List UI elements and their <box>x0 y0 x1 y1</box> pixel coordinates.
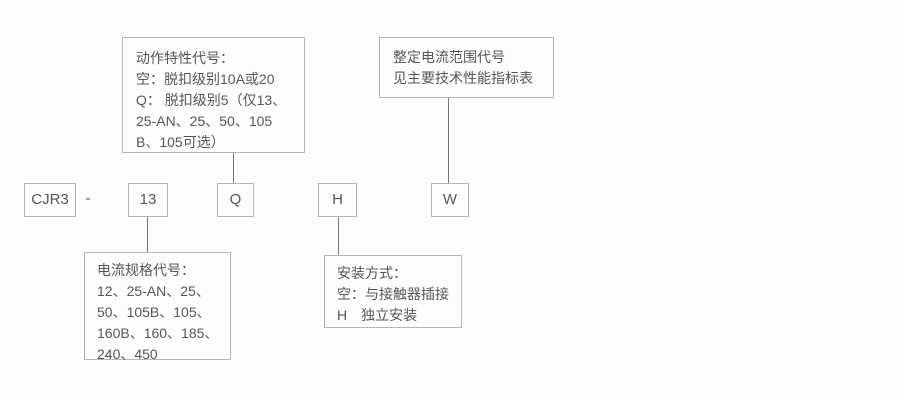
code-box-range: W <box>431 183 469 217</box>
note-text-line: 整定电流范围代号 <box>393 49 505 65</box>
separator-dash: - <box>85 190 91 207</box>
model-prefix-box: CJR3 <box>24 183 76 217</box>
note-current-setting-range: 整定电流范围代号 见主要技术性能指标表 <box>379 37 554 98</box>
connector-h-to-mount-note <box>338 217 339 255</box>
note-action-characteristic: 动作特性代号： 空：脱扣级别10A或20 Q： 脱扣级别5（仅13、 25-AN… <box>122 37 305 153</box>
note-text-line: B、105可选） <box>136 134 225 150</box>
code-box-action: Q <box>217 183 254 217</box>
note-text-line: 空：脱扣级别10A或20 <box>136 71 275 87</box>
note-text-line: 240、450 <box>97 346 158 362</box>
note-mounting-method: 安装方式： 空：与接触器插接 H 独立安装 <box>324 255 462 328</box>
note-text-line: Q： 脱扣级别5（仅13、 <box>136 92 287 108</box>
note-text-line: 12、25-AN、25、 <box>97 283 210 299</box>
connector-action-to-q <box>233 153 234 183</box>
note-text-line: 25-AN、25、50、105 <box>136 113 273 129</box>
connector-range-to-w <box>448 98 449 183</box>
note-text-line: 电流规格代号： <box>97 262 195 278</box>
note-text-line: 空：与接触器插接 <box>337 286 449 302</box>
note-text-line: 动作特性代号： <box>136 50 234 66</box>
note-text-line: 安装方式： <box>337 265 407 281</box>
note-text-line: 见主要技术性能指标表 <box>393 70 533 86</box>
connector-13-to-current-note <box>147 217 148 252</box>
code-box-current-spec: 13 <box>128 183 168 217</box>
note-text-line: 50、105B、105、 <box>97 304 211 320</box>
code-box-mounting: H <box>318 183 357 217</box>
note-text-line: H 独立安装 <box>337 307 418 323</box>
note-text-line: 160B、160、185、 <box>97 325 219 341</box>
note-current-spec: 电流规格代号： 12、25-AN、25、 50、105B、105、 160B、1… <box>84 252 231 362</box>
